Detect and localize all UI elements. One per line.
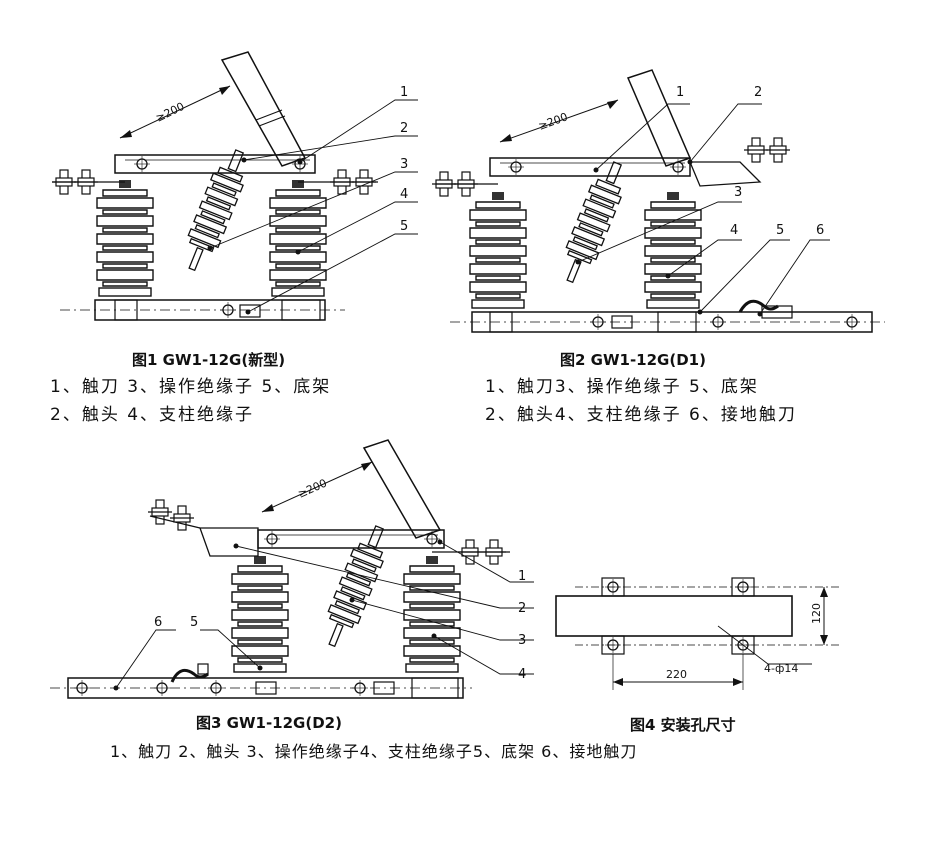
fig3-callout: 6 — [154, 615, 162, 630]
blade-bar — [257, 529, 445, 549]
post-insulator-right — [269, 179, 327, 297]
fig3-callout: 4 — [518, 667, 526, 682]
fig3-callout: 5 — [190, 615, 198, 630]
figure-3-legend-line: 1、触刀 2、触头 3、操作绝缘子4、支柱绝缘子5、底架 6、接地触刀 — [110, 742, 638, 761]
operating-insulator — [176, 144, 255, 276]
operating-insulator — [316, 520, 395, 652]
fig2-callout: 2 — [754, 85, 762, 100]
fig1-callout: 4 — [400, 187, 408, 202]
fig2-callout: 1 — [676, 85, 684, 100]
base-frame — [67, 677, 464, 699]
fig3-callout: 3 — [518, 633, 526, 648]
figure-2-caption: 图2 GW1-12G(D1) — [560, 351, 706, 369]
fig1-callout: 1 — [400, 85, 408, 100]
fig4-width-dimension: 220 — [666, 668, 687, 681]
figure-3-caption: 图3 GW1-12G(D2) — [196, 714, 342, 732]
base-frame — [94, 299, 326, 321]
figure-1-legend-line: 2、触头 4、支柱绝缘子 — [50, 405, 255, 425]
fig2-callout: 5 — [776, 223, 784, 238]
blade-bar — [489, 157, 691, 177]
fig4-hole-spec: 4-ф14 — [764, 662, 798, 675]
mounting-plate — [555, 595, 793, 637]
post-insulator-left — [231, 555, 289, 673]
post-insulator-right — [644, 191, 702, 309]
post-insulator-left — [96, 179, 154, 297]
fig2-callout: 3 — [734, 185, 742, 200]
figure-4-caption: 图4 安装孔尺寸 — [630, 716, 736, 734]
fig3-callout: 1 — [518, 569, 526, 584]
open-blade — [626, 69, 692, 167]
figure-3-drawing: ≥200 1 2 3 4 5 6 — [50, 439, 534, 699]
post-insulator-right — [403, 555, 461, 673]
fig2-dimension-label: ≥200 — [537, 110, 570, 133]
figure-2-legend-line: 2、触头4、支柱绝缘子 6、接地触刀 — [485, 405, 797, 425]
figure-1-caption: 图1 GW1-12G(新型) — [132, 351, 286, 369]
fig1-callout: 2 — [400, 121, 408, 136]
fig4-height-dimension: 120 — [810, 603, 823, 624]
fig2-callout: 6 — [816, 223, 824, 238]
figure-4-drawing: 120 220 4-ф14 — [555, 577, 840, 690]
fig1-dimension-label: ≥200 — [154, 100, 187, 125]
blade-bar — [114, 154, 316, 174]
fig1-callout: 5 — [400, 219, 408, 234]
fig3-dimension-label: ≥200 — [296, 477, 329, 501]
open-blade — [220, 51, 307, 167]
figure-1-drawing: ≥200 1 2 3 4 5 — [51, 51, 418, 321]
post-insulator-left — [469, 191, 527, 309]
operating-insulator — [554, 156, 633, 288]
figure-1-legend-line: 1、触刀 3、操作绝缘子 5、底架 — [50, 377, 332, 397]
figure-2-legend-line: 1、触刀3、操作绝缘子 5、底架 — [485, 377, 759, 397]
figure-2-drawing: ≥200 1 2 3 4 5 6 — [431, 69, 885, 333]
fig1-callout: 3 — [400, 157, 408, 172]
open-blade — [362, 439, 442, 539]
fig2-callout: 4 — [730, 223, 738, 238]
fig3-callout: 2 — [518, 601, 526, 616]
